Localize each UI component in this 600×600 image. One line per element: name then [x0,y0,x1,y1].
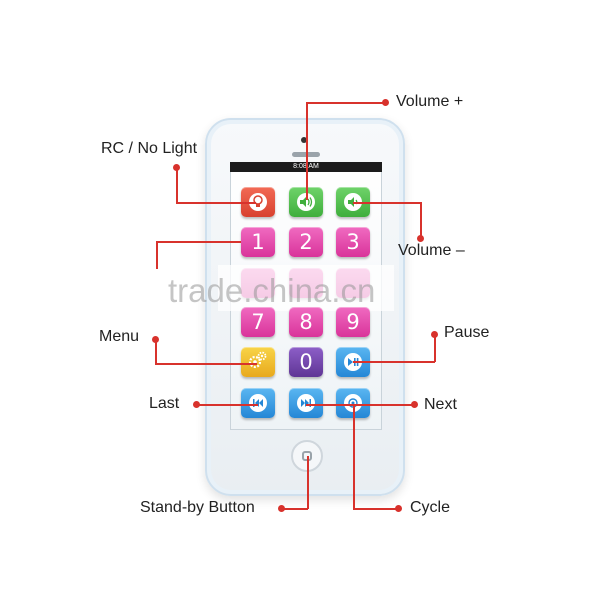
watermark: trade.china.cn [168,272,376,309]
pause-label: Pause [444,324,490,341]
menu-label: Menu [99,328,140,345]
menu-leader-h [155,363,257,365]
next-dot [411,401,418,408]
speaker-loud-icon [297,193,315,211]
bulb-icon [249,193,267,211]
pause-leader-h [353,361,435,363]
key-1[interactable]: 1 [241,227,275,257]
watermark-band [218,265,394,311]
volume-up-dot [382,99,389,106]
menu-leader-v [155,340,157,364]
last-label: Last [149,395,180,412]
last-key[interactable] [241,388,275,418]
menu-key[interactable] [241,347,275,377]
pause-dot [431,331,438,338]
key-1-leader-v [156,241,158,269]
rc-no-light-leader-h [176,202,256,204]
volume-down-leader-v [420,202,422,238]
cycle-leader-h [353,508,397,510]
standby-dot [278,505,285,512]
standby-label: Stand-by Button [140,499,255,516]
next-key[interactable] [289,388,323,418]
volume-up-leader-v [306,102,308,200]
key-0[interactable]: 0 [289,347,323,377]
light-key[interactable] [241,187,275,217]
fast-forward-icon [297,394,315,412]
cycle-dot [395,505,402,512]
key-1-leader-h [156,241,241,243]
volume-down-label: Volume – [398,242,465,259]
menu-dot [152,336,159,343]
rc-no-light-dot [173,164,180,171]
next-leader-h [306,404,414,406]
rewind-icon [249,394,267,412]
key-7[interactable]: 7 [241,307,275,337]
cycle-leader-v [353,404,355,509]
last-dot [193,401,200,408]
volume-up-leader-h [306,102,385,104]
volume-down-leader-h [353,202,421,204]
key-3[interactable]: 3 [336,227,370,257]
rc-no-light-leader-v [176,168,178,203]
next-label: Next [424,396,457,413]
key-9[interactable]: 9 [336,307,370,337]
last-leader-h [198,404,258,406]
cycle-label: Cycle [410,499,451,516]
gears-icon [248,350,268,374]
standby-leader-h [283,508,308,510]
volume-down-dot [417,235,424,242]
key-2[interactable]: 2 [289,227,323,257]
standby-leader-v [307,456,309,509]
volume-up-label: Volume + [396,93,464,110]
key-8[interactable]: 8 [289,307,323,337]
pause-leader-v [434,336,436,362]
rc-no-light-label: RC / No Light [101,140,198,157]
front-camera [301,137,307,143]
